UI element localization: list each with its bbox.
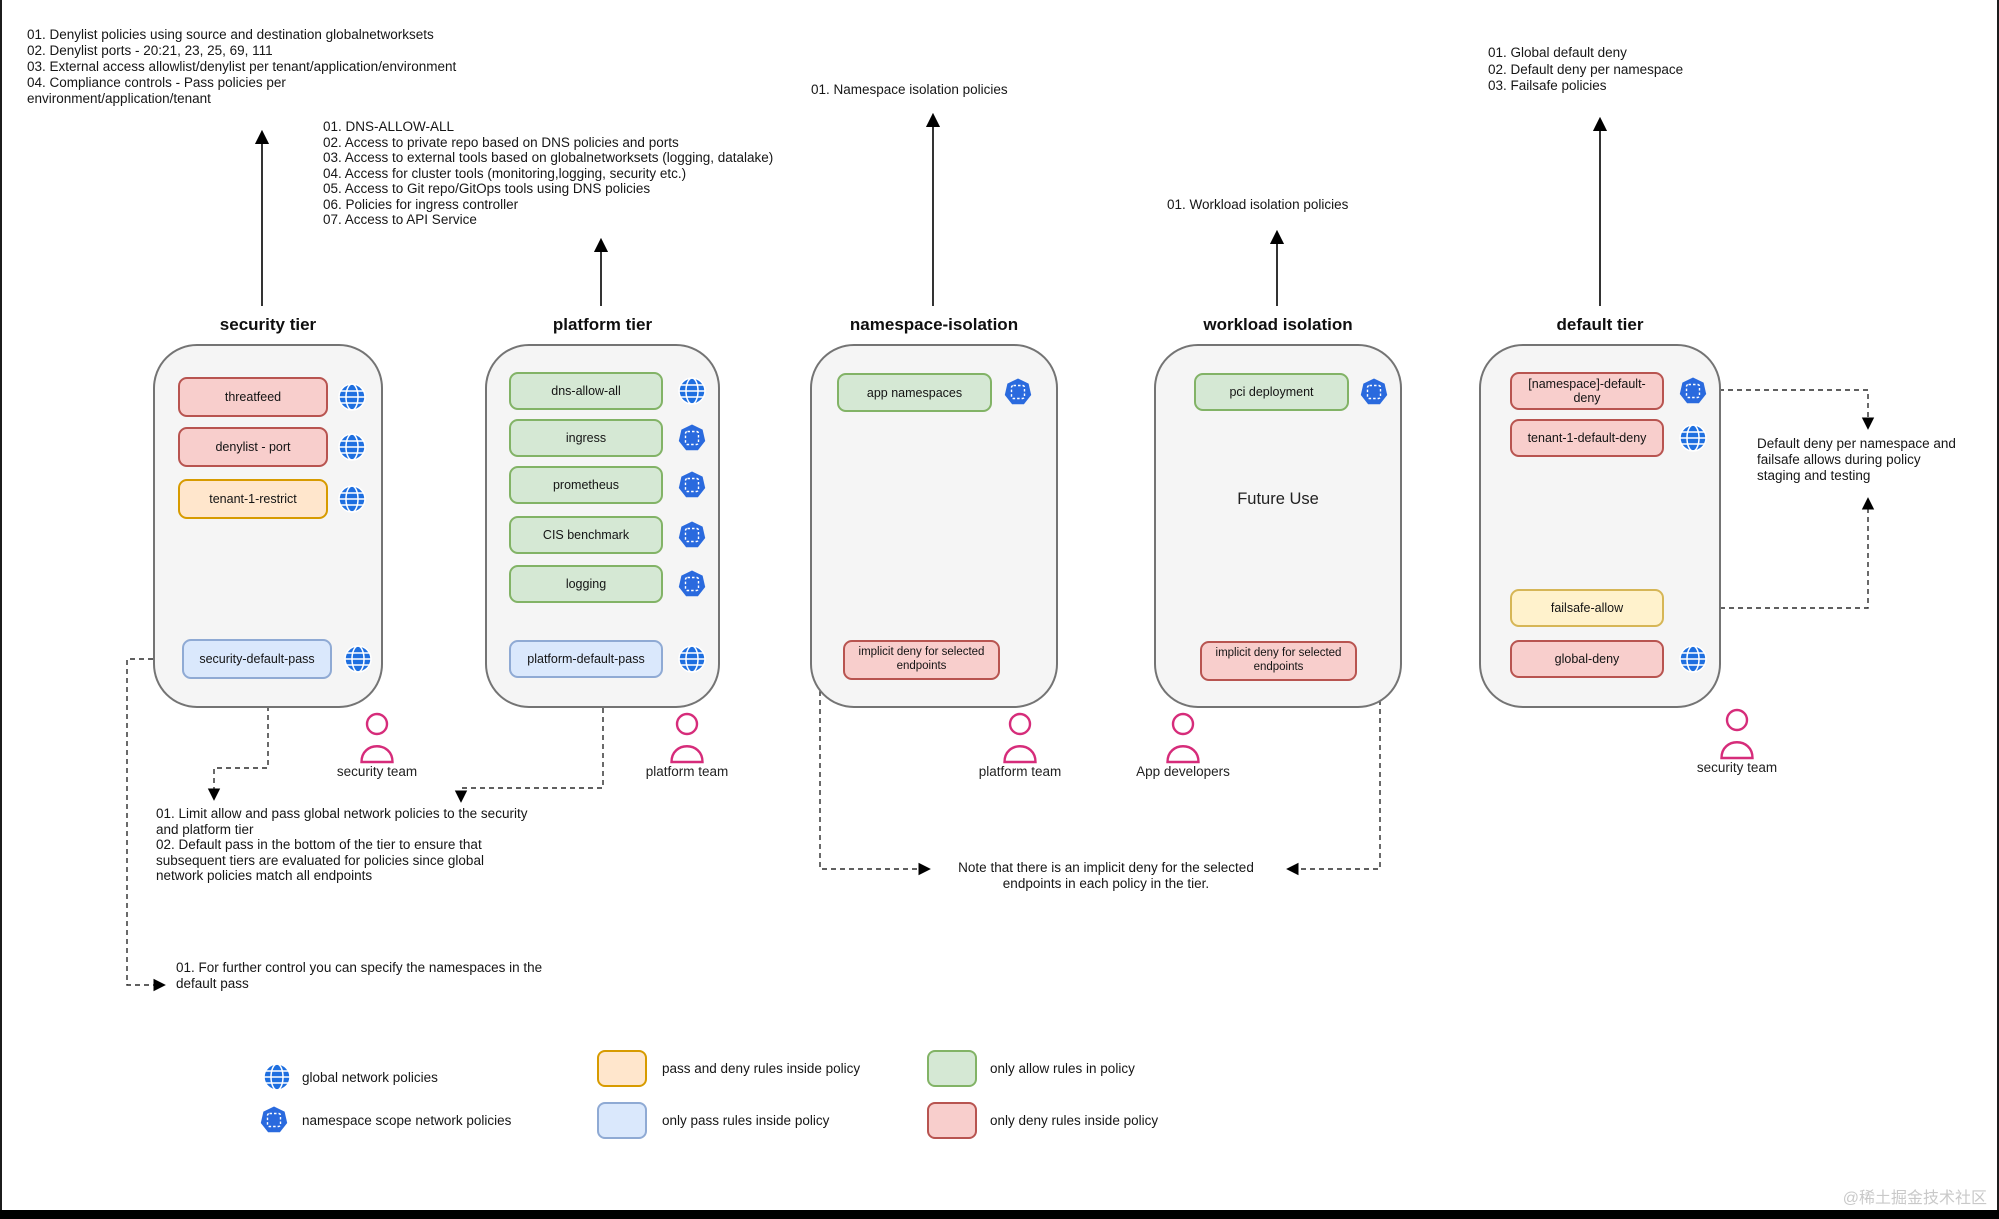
legend-label-allow: only allow rules in policy <box>990 1061 1135 1076</box>
team-label: platform team <box>978 764 1062 779</box>
policy-box-app-namespaces: app namespaces <box>837 373 992 412</box>
global-network-policy-icon <box>677 376 707 406</box>
bottom-bar <box>0 1210 1999 1219</box>
tier-guidance-notes: 01. Limit allow and pass global network … <box>156 806 528 883</box>
policy-box-prometheus: prometheus <box>509 466 663 504</box>
policy-box-denylist-port: denylist - port <box>178 427 328 467</box>
global-network-policy-icon <box>1678 423 1708 453</box>
global-network-policy-icon <box>677 644 707 674</box>
platform-tier-notes: 01. DNS-ALLOW-ALL 02. Access to private … <box>323 119 774 227</box>
person-icon <box>1000 712 1040 764</box>
legend-label-pass-deny: pass and deny rules inside policy <box>662 1061 861 1076</box>
namespace-policy-icon <box>1359 377 1389 407</box>
legend-swatch-pass-deny <box>597 1050 647 1087</box>
policy-box-platform-default-pass: platform-default-pass <box>509 640 663 678</box>
policy-box-global-deny: global-deny <box>1510 640 1664 678</box>
policy-box-implicit-deny-namespace: implicit deny for selected endpoints <box>843 640 1000 680</box>
global-network-policy-icon <box>343 644 373 674</box>
namespace-policy-icon <box>677 470 707 500</box>
tier-title-platform: platform tier <box>552 315 653 334</box>
policy-box-dns-allow-all: dns-allow-all <box>509 372 663 410</box>
namespace-policy-icon <box>1678 376 1708 406</box>
legend-swatch-allow <box>927 1050 977 1087</box>
legend-label-deny: only deny rules inside policy <box>990 1113 1159 1128</box>
policy-box-failsafe-allow: failsafe-allow <box>1510 589 1664 627</box>
policy-box-security-default-pass: security-default-pass <box>182 639 332 679</box>
tier-title-security: security tier <box>219 315 317 334</box>
policy-box-threatfeed: threatfeed <box>178 377 328 417</box>
team-label: platform team <box>645 764 729 779</box>
default-tier-notes: 01. Global default deny 02. Default deny… <box>1488 45 1684 93</box>
policy-box-tenant-1-default-deny: tenant-1-default-deny <box>1510 419 1664 457</box>
legend-swatch-deny <box>927 1102 977 1139</box>
default-pass-note: 01. For further control you can specify … <box>176 960 543 991</box>
policy-box-cis-benchmark: CIS benchmark <box>509 516 663 554</box>
left-border <box>0 0 2 1219</box>
tier-title-namespace-isolation: namespace-isolation <box>849 315 1019 334</box>
future-use-label: Future Use <box>1237 490 1319 508</box>
namespace-policy-icon <box>677 520 707 550</box>
global-network-policy-icon <box>1678 644 1708 674</box>
policy-box-namespace-default-deny: [namespace]-default-deny <box>1510 372 1664 410</box>
policy-box-tenant-1-restrict: tenant-1-restrict <box>178 479 328 519</box>
person-icon <box>357 712 397 764</box>
default-deny-staging-note: Default deny per namespace and failsafe … <box>1757 436 1956 483</box>
team-label: security team <box>336 764 418 779</box>
implicit-deny-note: Note that there is an implicit deny for … <box>958 860 1254 891</box>
policy-box-implicit-deny-workload: implicit deny for selected endpoints <box>1200 641 1357 681</box>
namespace-policy-icon <box>1003 377 1033 407</box>
legend-swatch-pass <box>597 1102 647 1139</box>
namespace-policy-icon <box>259 1105 289 1135</box>
namespace-isolation-note: 01. Namespace isolation policies <box>811 82 1008 97</box>
legend-label-namespace: namespace scope network policies <box>302 1113 512 1128</box>
policy-box-pci-deployment: pci deployment <box>1194 373 1349 411</box>
global-network-policy-icon <box>262 1062 292 1092</box>
global-network-policy-icon <box>337 484 367 514</box>
team-label: App developers <box>1136 764 1230 779</box>
global-network-policy-icon <box>337 382 367 412</box>
tier-title-default: default tier <box>1556 315 1644 334</box>
tier-title-workload-isolation: workload isolation <box>1203 315 1353 334</box>
namespace-policy-icon <box>677 569 707 599</box>
person-icon <box>1163 712 1203 764</box>
person-icon <box>1717 708 1757 760</box>
right-border <box>1997 0 1999 1219</box>
global-network-policy-icon <box>337 432 367 462</box>
namespace-default-deny-connector <box>1710 389 1875 430</box>
watermark: @稀土掘金技术社区 <box>1842 1190 1987 1207</box>
namespace-policy-icon <box>677 423 707 453</box>
person-icon <box>667 712 707 764</box>
team-label: security team <box>1696 760 1778 775</box>
policy-box-ingress: ingress <box>509 419 663 457</box>
security-tier-notes: 01. Denylist policies using source and d… <box>27 27 457 106</box>
policy-box-logging: logging <box>509 565 663 603</box>
legend-label-pass: only pass rules inside policy <box>662 1113 830 1128</box>
workload-isolation-note: 01. Workload isolation policies <box>1167 197 1349 212</box>
legend-label-global: global network policies <box>302 1070 438 1085</box>
